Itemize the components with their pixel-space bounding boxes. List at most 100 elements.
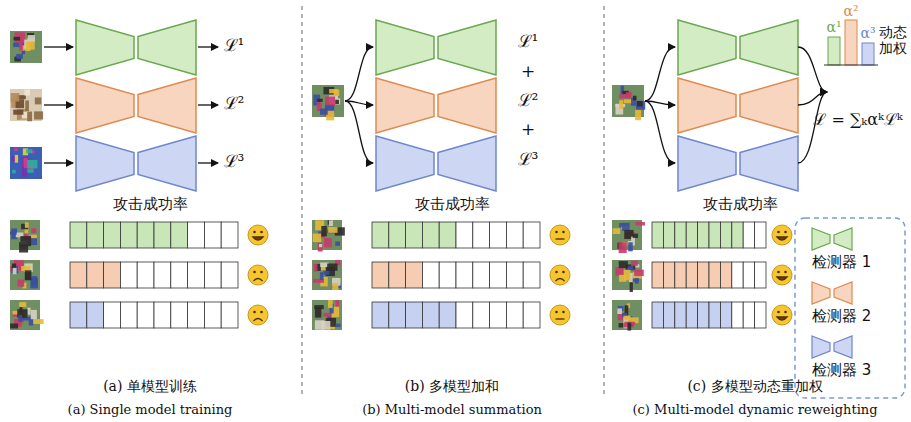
- encoder-shape: [376, 20, 434, 75]
- image-texture: [637, 101, 643, 107]
- image-thumbnail: [10, 220, 40, 250]
- legend-encoder: [812, 282, 830, 304]
- image-texture: [332, 283, 338, 290]
- image-texture: [17, 280, 24, 287]
- label: 攻击成功率: [415, 196, 490, 213]
- arrow: [798, 92, 827, 105]
- bar-cell: [70, 302, 87, 328]
- label: ℒ = ∑ₖαᵏℒᵏ: [813, 111, 902, 129]
- chart-baseline: [824, 65, 878, 66]
- bar-cell: [490, 262, 507, 288]
- bar-cell: [652, 302, 663, 328]
- legend-decoder: [834, 228, 852, 250]
- decoder-shape: [438, 20, 496, 75]
- image-texture: [633, 234, 638, 238]
- bar-cell: [171, 302, 188, 328]
- image-texture: [314, 264, 318, 272]
- panel-separator: [604, 6, 605, 398]
- image-texture: [24, 90, 30, 96]
- emoji-eye: [260, 311, 263, 314]
- bar-cell: [698, 302, 709, 328]
- bar-cell: [720, 262, 731, 288]
- label: ℒ²: [224, 94, 245, 114]
- encoder-shape: [76, 78, 134, 133]
- emoji-face: [248, 225, 268, 245]
- image-texture: [10, 232, 17, 235]
- arrow: [44, 46, 73, 47]
- bar-cell: [70, 222, 87, 248]
- label: α³: [860, 25, 875, 41]
- bar-cell: [221, 262, 238, 288]
- image-texture: [31, 228, 36, 233]
- image-texture: [324, 238, 332, 247]
- bar-cell: [439, 262, 456, 288]
- image-texture: [633, 96, 637, 101]
- label: 动态 加权: [878, 24, 907, 56]
- decoder-shape: [138, 78, 196, 133]
- bar-cell: [686, 222, 697, 248]
- image-texture: [13, 110, 23, 115]
- bar-cell: [406, 262, 423, 288]
- arrow: [44, 104, 73, 105]
- emoji-eye: [784, 311, 787, 314]
- image-texture: [34, 111, 43, 119]
- legend-encoder: [812, 228, 830, 250]
- bar-cell: [675, 302, 686, 328]
- emoji-mouth: [556, 238, 565, 239]
- decoder-shape: [740, 136, 798, 191]
- image-texture: [334, 90, 340, 96]
- image-texture: [10, 323, 18, 328]
- bar-cell: [755, 262, 766, 288]
- label: ℒ¹: [518, 32, 539, 52]
- decoder-shape: [740, 20, 798, 75]
- image-texture: [623, 316, 630, 320]
- arrow: [345, 101, 373, 163]
- image-texture: [11, 93, 20, 102]
- image-texture: [617, 308, 622, 314]
- arrow: [645, 47, 675, 101]
- image-texture: [626, 92, 632, 97]
- bar-cell: [720, 222, 731, 248]
- image-texture: [13, 268, 17, 274]
- arrow: [198, 46, 218, 47]
- bar-cell: [422, 302, 439, 328]
- image-texture: [315, 320, 324, 329]
- bar-cell: [188, 222, 205, 248]
- emoji-eye: [784, 231, 787, 234]
- encoder-shape: [678, 78, 736, 133]
- weight-bar: [845, 20, 857, 65]
- emoji-eye: [260, 231, 263, 234]
- emoji-mouth: [777, 317, 787, 320]
- label: (a) 单模型训练: [103, 378, 197, 394]
- image-texture: [619, 275, 626, 282]
- bar-cell: [137, 262, 154, 288]
- image-texture: [14, 37, 21, 41]
- label: ℒ³: [224, 152, 245, 172]
- encoder-shape: [678, 136, 736, 191]
- image-texture: [636, 101, 645, 110]
- emoji-face: [772, 305, 792, 325]
- image-thumbnail: [312, 300, 342, 330]
- legend-decoder: [834, 336, 852, 358]
- bar-cell: [154, 262, 171, 288]
- bar-cell: [439, 302, 456, 328]
- image-texture: [12, 170, 16, 174]
- emoji-face: [772, 265, 792, 285]
- emoji-mouth: [777, 237, 787, 240]
- bar-cell: [743, 222, 754, 248]
- image-texture: [315, 307, 321, 317]
- bar-cell: [389, 302, 406, 328]
- legend-decoder: [834, 282, 852, 304]
- image-texture: [622, 223, 630, 231]
- bar-cell: [154, 302, 171, 328]
- emoji-eye: [562, 271, 565, 274]
- image-texture: [24, 158, 28, 168]
- emoji-mouth: [254, 319, 263, 322]
- image-texture: [335, 324, 340, 327]
- emoji-face: [248, 265, 268, 285]
- image-texture: [317, 99, 323, 102]
- emoji-mouth: [254, 279, 263, 282]
- bar-cell: [188, 262, 205, 288]
- image-texture: [318, 243, 323, 252]
